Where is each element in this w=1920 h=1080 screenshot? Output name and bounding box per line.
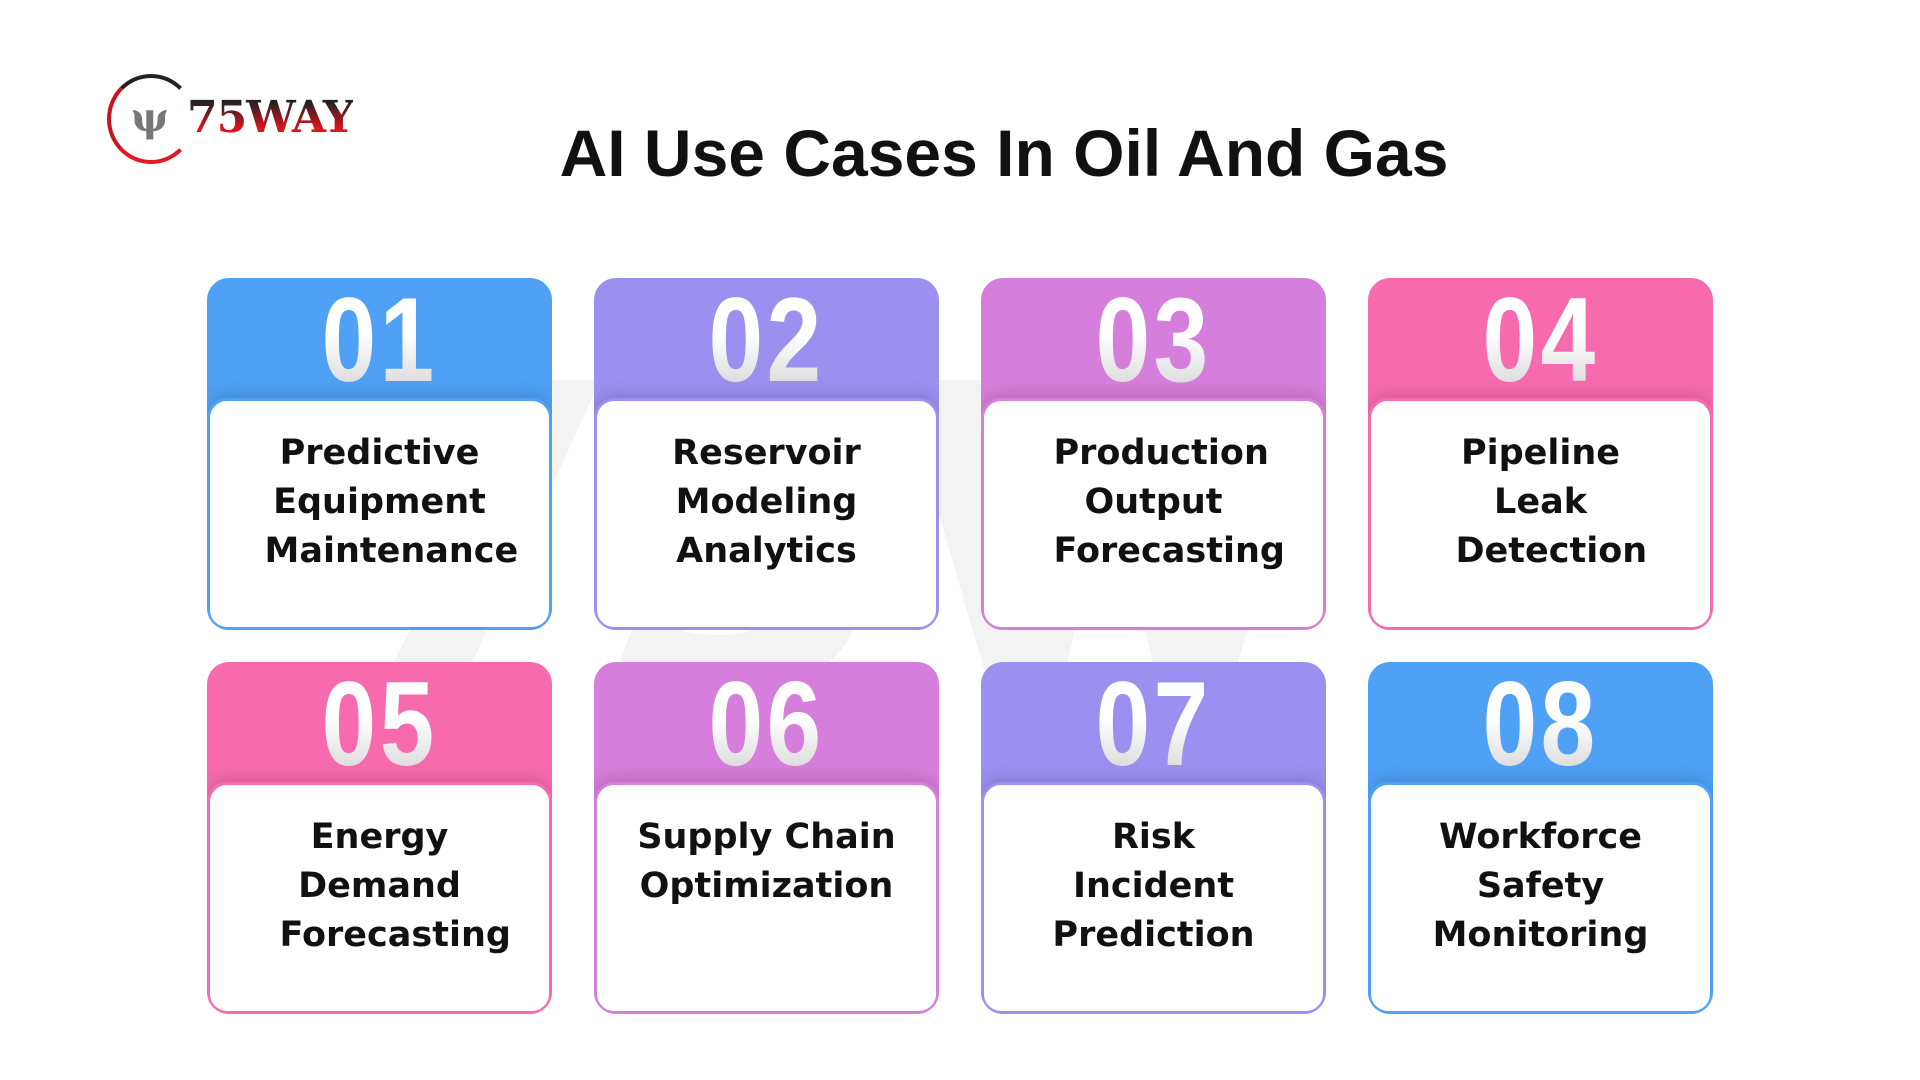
card-body: Predictive Equipment Maintenance (207, 398, 552, 630)
card-number: 02 (625, 280, 908, 400)
card-label: Supply Chain Optimization (637, 817, 896, 906)
card-number: 04 (1399, 280, 1682, 400)
card-number: 07 (1012, 664, 1295, 784)
card-body: Reservoir Modeling Analytics (594, 398, 939, 630)
logo-text: 75WAY (187, 92, 354, 143)
card-body: Production Output Forecasting (981, 398, 1326, 630)
use-case-card: 03 Production Output Forecasting (981, 278, 1326, 630)
card-header: 02 (594, 278, 939, 400)
card-number: 03 (1012, 280, 1295, 400)
card-header: 03 (981, 278, 1326, 400)
card-header: 07 (981, 662, 1326, 784)
card-body: Pipeline Leak Detection (1368, 398, 1713, 630)
card-body: Energy Demand Forecasting (207, 782, 552, 1014)
card-body: Workforce Safety Monitoring (1368, 782, 1713, 1014)
card-number: 06 (625, 664, 908, 784)
page-title: AI Use Cases In Oil And Gas (559, 116, 1449, 190)
card-header: 08 (1368, 662, 1713, 784)
card-body: Supply Chain Optimization (594, 782, 939, 1014)
card-label: Risk Incident Prediction (1052, 817, 1255, 955)
card-body: Risk Incident Prediction (981, 782, 1326, 1014)
card-number: 01 (238, 280, 521, 400)
use-case-card: 07 Risk Incident Prediction (981, 662, 1326, 1014)
use-case-card: 08 Workforce Safety Monitoring (1368, 662, 1713, 1014)
logo-emblem-icon: ψ (131, 94, 169, 141)
card-header: 01 (207, 278, 552, 400)
use-case-card: 06 Supply Chain Optimization (594, 662, 939, 1014)
use-case-card: 02 Reservoir Modeling Analytics (594, 278, 939, 630)
card-label: Reservoir Modeling Analytics (672, 433, 861, 571)
card-label: Pipeline Leak Detection (1455, 433, 1648, 571)
card-number: 05 (238, 664, 521, 784)
card-label: Workforce Safety Monitoring (1432, 817, 1649, 955)
card-label: Predictive Equipment Maintenance (264, 433, 519, 571)
card-header: 04 (1368, 278, 1713, 400)
card-label: Energy Demand Forecasting (279, 817, 511, 955)
brand-logo: ψ 75WAY (105, 72, 365, 167)
card-number: 08 (1399, 664, 1682, 784)
use-case-card: 04 Pipeline Leak Detection (1368, 278, 1713, 630)
card-header: 06 (594, 662, 939, 784)
card-header: 05 (207, 662, 552, 784)
use-case-card: 01 Predictive Equipment Maintenance (207, 278, 552, 630)
logo-ring-icon (107, 74, 195, 164)
card-label: Production Output Forecasting (1053, 433, 1285, 571)
use-case-card: 05 Energy Demand Forecasting (207, 662, 552, 1014)
